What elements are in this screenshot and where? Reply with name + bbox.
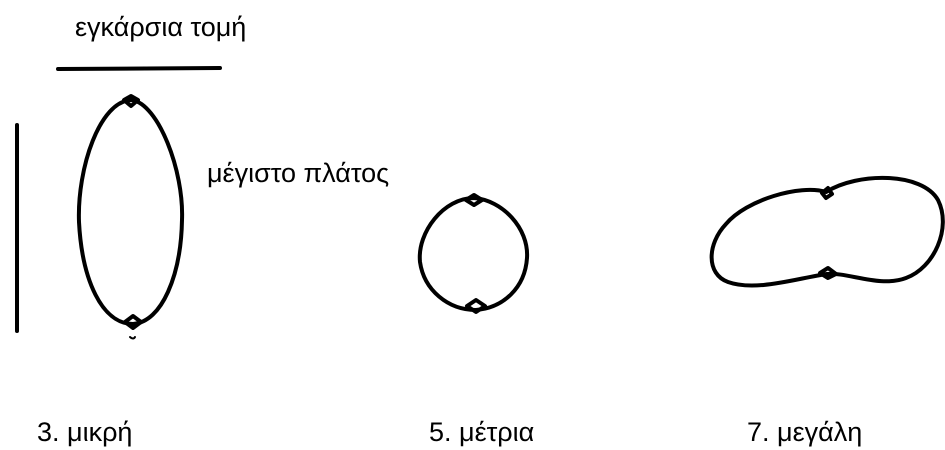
small-cross-section-shape: [79, 100, 182, 324]
caption-large: 7. μεγάλη: [747, 419, 862, 446]
cross-section-label: εγκάρσια τομή: [75, 14, 246, 41]
medium-cross-section-shape: [420, 198, 527, 310]
small-tail-mark: [130, 337, 135, 339]
caption-medium: 5. μέτρια: [429, 419, 534, 446]
medium-bottom-notch: [467, 300, 485, 312]
caption-small: 3. μικρή: [37, 419, 132, 446]
max-width-label: μέγιστο πλάτος: [207, 160, 389, 187]
cross-section-reference-bar: [58, 68, 220, 69]
